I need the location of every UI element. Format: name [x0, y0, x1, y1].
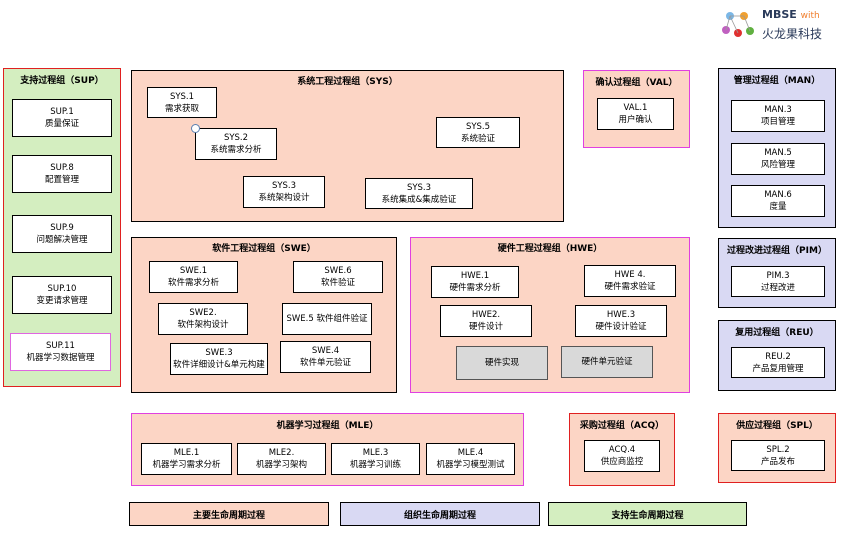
- mle-title: 机器学习过程组（MLE）: [276, 421, 379, 431]
- man-title: 管理过程组（MAN）: [733, 76, 821, 86]
- legend-primary: 主要生命周期过程: [129, 502, 329, 526]
- hwe-title: 硬件工程过程组（HWE）: [497, 244, 603, 254]
- reu-title: 复用过程组（REU）: [735, 328, 819, 338]
- spl-title: 供应过程组（SPL）: [736, 421, 818, 431]
- logo-lines-icon: [725, 15, 751, 34]
- sup-title: 支持过程组（SUP）: [20, 76, 104, 86]
- hw-impl-box: 硬件实现: [456, 346, 548, 380]
- swe5-box: SWE.5 软件组件验证: [282, 303, 372, 335]
- sys-title: 系统工程过程组（SYS）: [297, 77, 398, 87]
- logo-subtitle: 火龙果科技: [762, 27, 823, 41]
- swe-title: 软件工程过程组（SWE）: [212, 244, 316, 254]
- acq-title: 采购过程组（ACQ）: [579, 421, 665, 431]
- mle2-box: MLE2.机器学习架构: [237, 443, 326, 475]
- hwe2-box: HWE2.硬件设计: [440, 305, 532, 337]
- connector-dot-icon: [191, 124, 200, 133]
- legend-support: 支持生命周期过程: [548, 502, 747, 526]
- hw-unit-verify-box: 硬件单元验证: [561, 346, 653, 378]
- swe2-box: SWE2.软件架构设计: [158, 303, 248, 335]
- pim-title: 过程改进过程组（PIM）: [727, 246, 827, 256]
- hwe4-box: HWE 4.硬件需求验证: [584, 265, 676, 297]
- logo-title: MBSE with: [762, 8, 820, 21]
- val-title: 确认过程组（VAL）: [595, 78, 678, 88]
- legend-organizational: 组织生命周期过程: [340, 502, 540, 526]
